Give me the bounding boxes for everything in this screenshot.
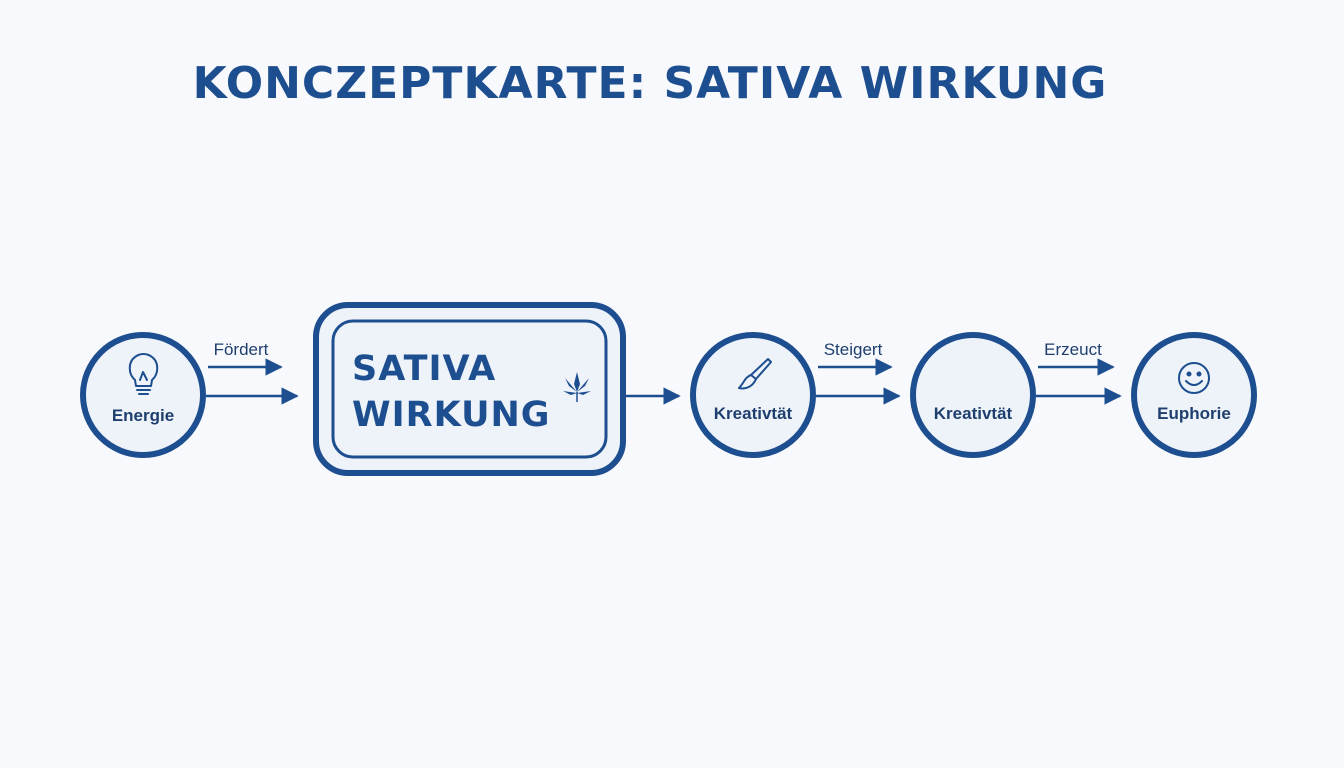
center-label-line1: SATIVA: [352, 349, 496, 389]
edge-label-erzeuct: Erzeuct: [1044, 340, 1102, 359]
center-label-line2: WIRKUNG: [352, 395, 551, 435]
smiley-icon: [1178, 362, 1210, 394]
paintbrush-icon: [738, 358, 772, 390]
node-label-kreativitaet-1: Kreativtät: [714, 404, 793, 423]
edge-label-steigert: Steigert: [824, 340, 883, 359]
node-label-kreativitaet-2: Kreativtät: [934, 404, 1013, 423]
edge-steigert: Steigert: [816, 340, 901, 405]
edge-erzeuct: Erzeuct: [1036, 340, 1122, 405]
center-node[interactable]: SATIVA WIRKUNG: [313, 302, 626, 476]
node-kreativitaet-1[interactable]: Kreativtät: [690, 332, 816, 458]
edge-label-foerdert: Fördert: [214, 340, 269, 359]
node-kreativitaet-2[interactable]: Kreativtät: [910, 332, 1036, 458]
node-label-euphorie: Euphorie: [1157, 404, 1231, 423]
edge-foerdert: Fördert: [206, 340, 299, 405]
node-energie[interactable]: Energie: [80, 332, 206, 458]
diagram-title: KONCZEPTKARTE: SATIVA WIRKUNG: [192, 58, 1108, 109]
cannabis-leaf-icon: [563, 372, 591, 402]
node-label-energie: Energie: [112, 406, 174, 425]
node-euphorie[interactable]: Euphorie: [1131, 332, 1257, 458]
lightbulb-icon: [128, 353, 159, 395]
